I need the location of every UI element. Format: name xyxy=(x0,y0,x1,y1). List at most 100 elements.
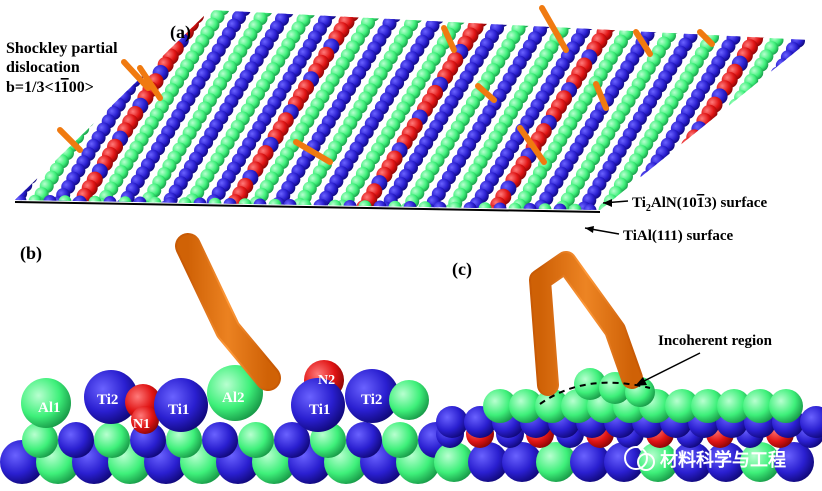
al-atom-edge xyxy=(389,380,429,420)
n1-atom-lower xyxy=(131,406,159,434)
ti-atom xyxy=(645,19,660,34)
atom-label-ti2-left: Ti2 xyxy=(97,392,118,408)
n-atom xyxy=(606,10,623,25)
ti-atom xyxy=(435,10,450,17)
n-atom xyxy=(198,0,214,7)
al-atom xyxy=(0,177,11,191)
al-atom xyxy=(132,208,147,210)
watermark: 材料科学与工程 xyxy=(624,446,786,471)
ti-atom xyxy=(814,68,822,82)
ti-atom xyxy=(274,422,310,458)
dislocation-segment xyxy=(137,65,163,101)
atom-label-n1: N1 xyxy=(133,417,150,432)
ti-atom xyxy=(523,203,537,210)
al-atom xyxy=(789,143,804,158)
al-atom xyxy=(782,227,796,241)
al-atom xyxy=(434,442,474,482)
n-atom xyxy=(341,224,357,240)
wechat-icon xyxy=(624,446,648,470)
ti-atom xyxy=(23,169,38,184)
ti-atom xyxy=(774,442,814,482)
ti-atom xyxy=(455,222,469,236)
ti-atom xyxy=(562,226,576,240)
al-atom xyxy=(32,119,47,134)
ti-atom xyxy=(351,207,368,210)
al-atom xyxy=(100,80,115,95)
interface-line xyxy=(14,201,601,213)
al-atom xyxy=(438,213,452,227)
al-atom xyxy=(777,92,792,107)
ti-atom xyxy=(583,204,597,210)
al-atom xyxy=(672,12,687,26)
ti-atom xyxy=(800,406,822,438)
ti-atom xyxy=(747,175,762,189)
n-atom xyxy=(470,230,486,246)
al-atom xyxy=(734,233,748,247)
al-atom xyxy=(180,201,195,210)
ti-atom xyxy=(615,212,629,226)
al-atom xyxy=(103,10,117,19)
ti-atom xyxy=(242,0,256,8)
al-atom xyxy=(761,116,776,131)
ti-atom xyxy=(417,212,431,226)
ti-atom xyxy=(720,148,735,163)
ti-atom xyxy=(89,63,104,78)
al-atom xyxy=(739,225,753,239)
dislocation-title-line2: dislocation xyxy=(6,59,80,76)
al-atom xyxy=(287,206,302,210)
ti-atom xyxy=(202,422,238,458)
al-atom xyxy=(0,194,1,208)
al-atom xyxy=(807,185,810,200)
ti-atom xyxy=(153,209,168,210)
ti-atom xyxy=(775,201,790,210)
ti-atom xyxy=(760,83,775,97)
ti-atom xyxy=(119,14,134,29)
ti-atom xyxy=(567,218,581,232)
al-atom xyxy=(799,126,810,141)
ti-atom xyxy=(756,234,770,248)
panel-a-label: (a) xyxy=(170,22,191,43)
al-atom xyxy=(794,134,809,149)
ti2aln-arrowhead xyxy=(603,199,612,207)
al-atom xyxy=(42,103,57,118)
ti-atom xyxy=(751,242,765,256)
ti-atom xyxy=(763,150,778,165)
tial-arrowhead xyxy=(585,226,594,233)
ti-atom xyxy=(197,211,211,225)
ti-atom xyxy=(285,0,299,10)
al-atom xyxy=(85,105,100,120)
ti-atom xyxy=(785,185,800,199)
al-atom xyxy=(94,422,130,458)
ti-atom xyxy=(412,220,426,234)
ti-atom xyxy=(706,442,746,482)
ti-atom xyxy=(163,197,177,210)
al-atom xyxy=(90,97,105,111)
ti-atom xyxy=(765,74,780,89)
al-atom xyxy=(688,164,703,179)
al-atom xyxy=(772,100,787,115)
ti-atom xyxy=(680,214,694,228)
ti-atom xyxy=(780,50,795,65)
al-atom xyxy=(774,167,789,182)
ti-atom xyxy=(753,166,768,181)
al-atom xyxy=(792,67,807,82)
ti-atom xyxy=(671,154,688,170)
ti-atom xyxy=(68,96,83,111)
ti-atom xyxy=(816,136,822,150)
al-atom xyxy=(238,422,274,458)
al-atom xyxy=(80,113,95,128)
al-atom xyxy=(787,75,802,90)
ti-atom xyxy=(604,442,644,482)
ti-atom xyxy=(793,101,808,116)
n-atom xyxy=(217,211,233,227)
al-atom xyxy=(418,201,432,210)
al-atom xyxy=(777,235,791,249)
ti-atom xyxy=(172,10,187,14)
panel-a-dislocations xyxy=(57,5,715,165)
al-atom xyxy=(658,213,672,227)
al-atom xyxy=(713,123,728,138)
al-atom xyxy=(726,174,741,189)
dislocation-title-line1: Shockley partial xyxy=(6,40,118,57)
al-atom xyxy=(371,10,386,14)
al-atom xyxy=(629,10,644,25)
